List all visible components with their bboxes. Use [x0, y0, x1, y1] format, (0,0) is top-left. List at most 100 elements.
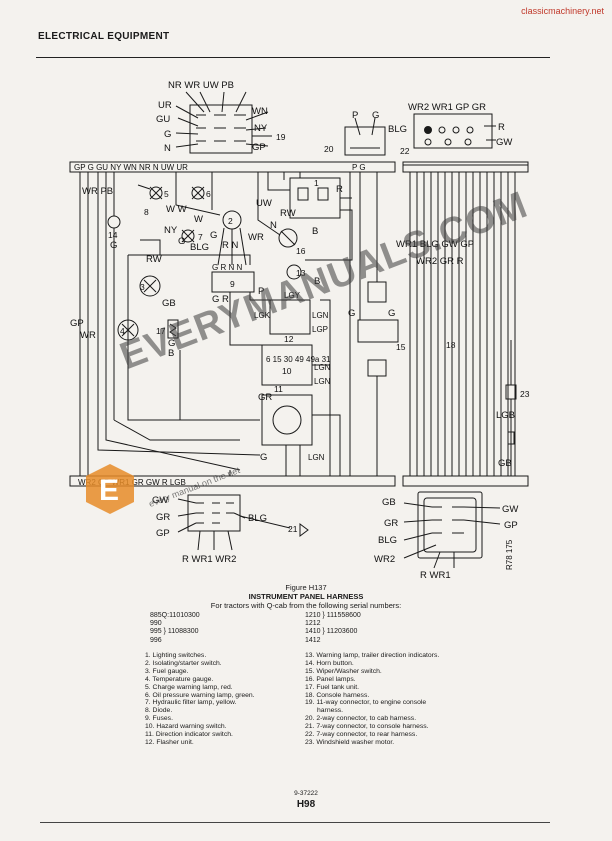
- label-wr2-22: WR2: [374, 554, 395, 565]
- label-b13: B: [314, 276, 320, 287]
- label-ur: UR: [158, 100, 172, 111]
- label-gr21: GR: [156, 512, 170, 523]
- label-uw: UW: [256, 198, 272, 209]
- legend-item: 21. 7-way connector, to console harness.: [305, 723, 429, 731]
- label-16: 16: [296, 246, 306, 256]
- label-19: 19: [276, 132, 286, 142]
- fuel-gauge-3: [139, 275, 161, 297]
- legend-item: 9. Fuses.: [145, 715, 173, 723]
- label-gb: GB: [162, 298, 176, 309]
- label-ww: W W: [166, 204, 187, 215]
- fuses-9: [211, 271, 255, 293]
- serials-right: 1210 } 111558600 1212 1410 } 11203600 14…: [305, 612, 361, 645]
- label-15: 15: [396, 342, 406, 352]
- label-4: 4: [120, 326, 125, 336]
- warning-lamp-13: [286, 264, 302, 280]
- label-gr11: GR: [258, 392, 272, 403]
- label-g20: G: [372, 110, 379, 121]
- legend-item: 5. Charge warning lamp, red.: [145, 683, 233, 691]
- label-ny7: NY: [164, 225, 178, 236]
- connector-19-leaders: [175, 91, 272, 148]
- figure-caption: Figure H137 INSTRUMENT PANEL HARNESS For…: [0, 583, 612, 610]
- legend-item: 2. Isolating/starter switch.: [145, 659, 222, 667]
- label-13: 13: [296, 268, 306, 278]
- top-bus: [69, 161, 396, 173]
- label-7: 7: [198, 232, 203, 242]
- label-wr1-right: WR1 BLG GW GP: [396, 239, 474, 250]
- figure-title: INSTRUMENT PANEL HARNESS: [248, 592, 364, 601]
- label-wr-pb: WR PB: [82, 186, 113, 197]
- label-1: 1: [314, 178, 319, 188]
- console-harness-18: [409, 172, 516, 476]
- label-17: 17: [156, 326, 166, 336]
- label-r-wr1-22: R WR1: [420, 570, 451, 580]
- label-g15: G: [348, 308, 355, 319]
- label-9: 9: [230, 279, 235, 289]
- serial-line: 1412: [305, 636, 321, 644]
- label-10: 10: [282, 366, 292, 376]
- label-rn: R N: [222, 240, 239, 251]
- page-number: H98: [296, 799, 316, 810]
- document-number: 9-37222: [294, 790, 318, 797]
- connector-21-arrow: [299, 523, 309, 537]
- label-lgn: LGN: [312, 311, 329, 320]
- legend-item: 14. Horn button.: [305, 659, 354, 667]
- label-lgp: LGP: [312, 325, 328, 334]
- label-wr-mid: WR: [248, 232, 264, 243]
- label-lgk: LGK: [254, 311, 271, 320]
- legend-right: 13. Warning lamp, trailer direction indi…: [305, 652, 439, 747]
- label-wr2-right: WR2 GR R: [416, 256, 464, 267]
- legend-item: 16. Panel lamps.: [305, 675, 356, 683]
- label-18: 18: [446, 340, 456, 350]
- label-5: 5: [164, 189, 169, 199]
- label-19-top: NR WR UW PB: [168, 80, 234, 91]
- legend-item: 23. Windshield washer motor.: [305, 738, 395, 746]
- legend-item: 3. Fuel gauge.: [145, 667, 189, 675]
- label-w: W: [194, 214, 203, 225]
- lamp-7: [181, 229, 195, 243]
- label-20: 20: [324, 144, 334, 154]
- label-blg21: BLG: [248, 513, 267, 524]
- label-22: 22: [400, 146, 410, 156]
- serial-line: 885Q:11010300: [150, 612, 200, 619]
- label-wr-left: WR: [80, 330, 96, 341]
- label-lgn2: LGN: [314, 363, 331, 372]
- legend-item: 11. Direction indicator switch.: [145, 731, 233, 739]
- label-8: 8: [144, 207, 149, 217]
- label-gw21: GW: [152, 495, 168, 506]
- label-2: 2: [228, 216, 233, 226]
- footer-rule: [40, 822, 550, 823]
- figure-number: Figure H137: [285, 583, 327, 592]
- label-12: 12: [284, 334, 294, 344]
- label-r1: R: [336, 184, 343, 195]
- legend-item: 10. Hazard warning switch.: [145, 723, 227, 731]
- legend-item: 20. 2-way connector, to cab harness.: [305, 715, 417, 723]
- wiring-diagram: NR WR UW PB UR GU G N WN NY GP 19 20 P G…: [69, 80, 530, 580]
- legend-item: harness.: [317, 707, 344, 715]
- label-23: 23: [520, 389, 530, 399]
- serial-line: 1210 } 111558600: [305, 612, 361, 619]
- label-gu: GU: [156, 114, 170, 125]
- legend-item: 19. 11-way connector, to engine console: [305, 699, 427, 707]
- label-gp22: GP: [504, 520, 518, 531]
- label-gp21: GP: [156, 528, 170, 539]
- label-n-sw: N: [164, 143, 171, 154]
- label-blg22: BLG: [378, 535, 397, 546]
- label-r-top: R: [498, 122, 505, 133]
- label-blg2: BLG: [190, 242, 209, 253]
- label-p-mid: P: [258, 286, 264, 297]
- label-g14: G: [110, 240, 117, 251]
- label-gp-sw: GP: [252, 142, 266, 153]
- legend-item: 13. Warning lamp, trailer direction indi…: [305, 652, 440, 659]
- serial-line: 1410 } 11203600: [305, 628, 358, 636]
- label-lgy: LGY: [284, 291, 301, 300]
- label-6: 6: [206, 189, 211, 199]
- lamp-6: [191, 186, 205, 200]
- label-g15b: G: [388, 308, 395, 319]
- label-g2: G: [210, 230, 217, 241]
- connector-22-body: [413, 113, 493, 149]
- site-url[interactable]: classicmachinery.net: [521, 6, 604, 16]
- label-b16: B: [312, 226, 318, 237]
- hazard-switch-10: [261, 344, 313, 386]
- label-r-wr: R WR1 WR2: [182, 554, 236, 565]
